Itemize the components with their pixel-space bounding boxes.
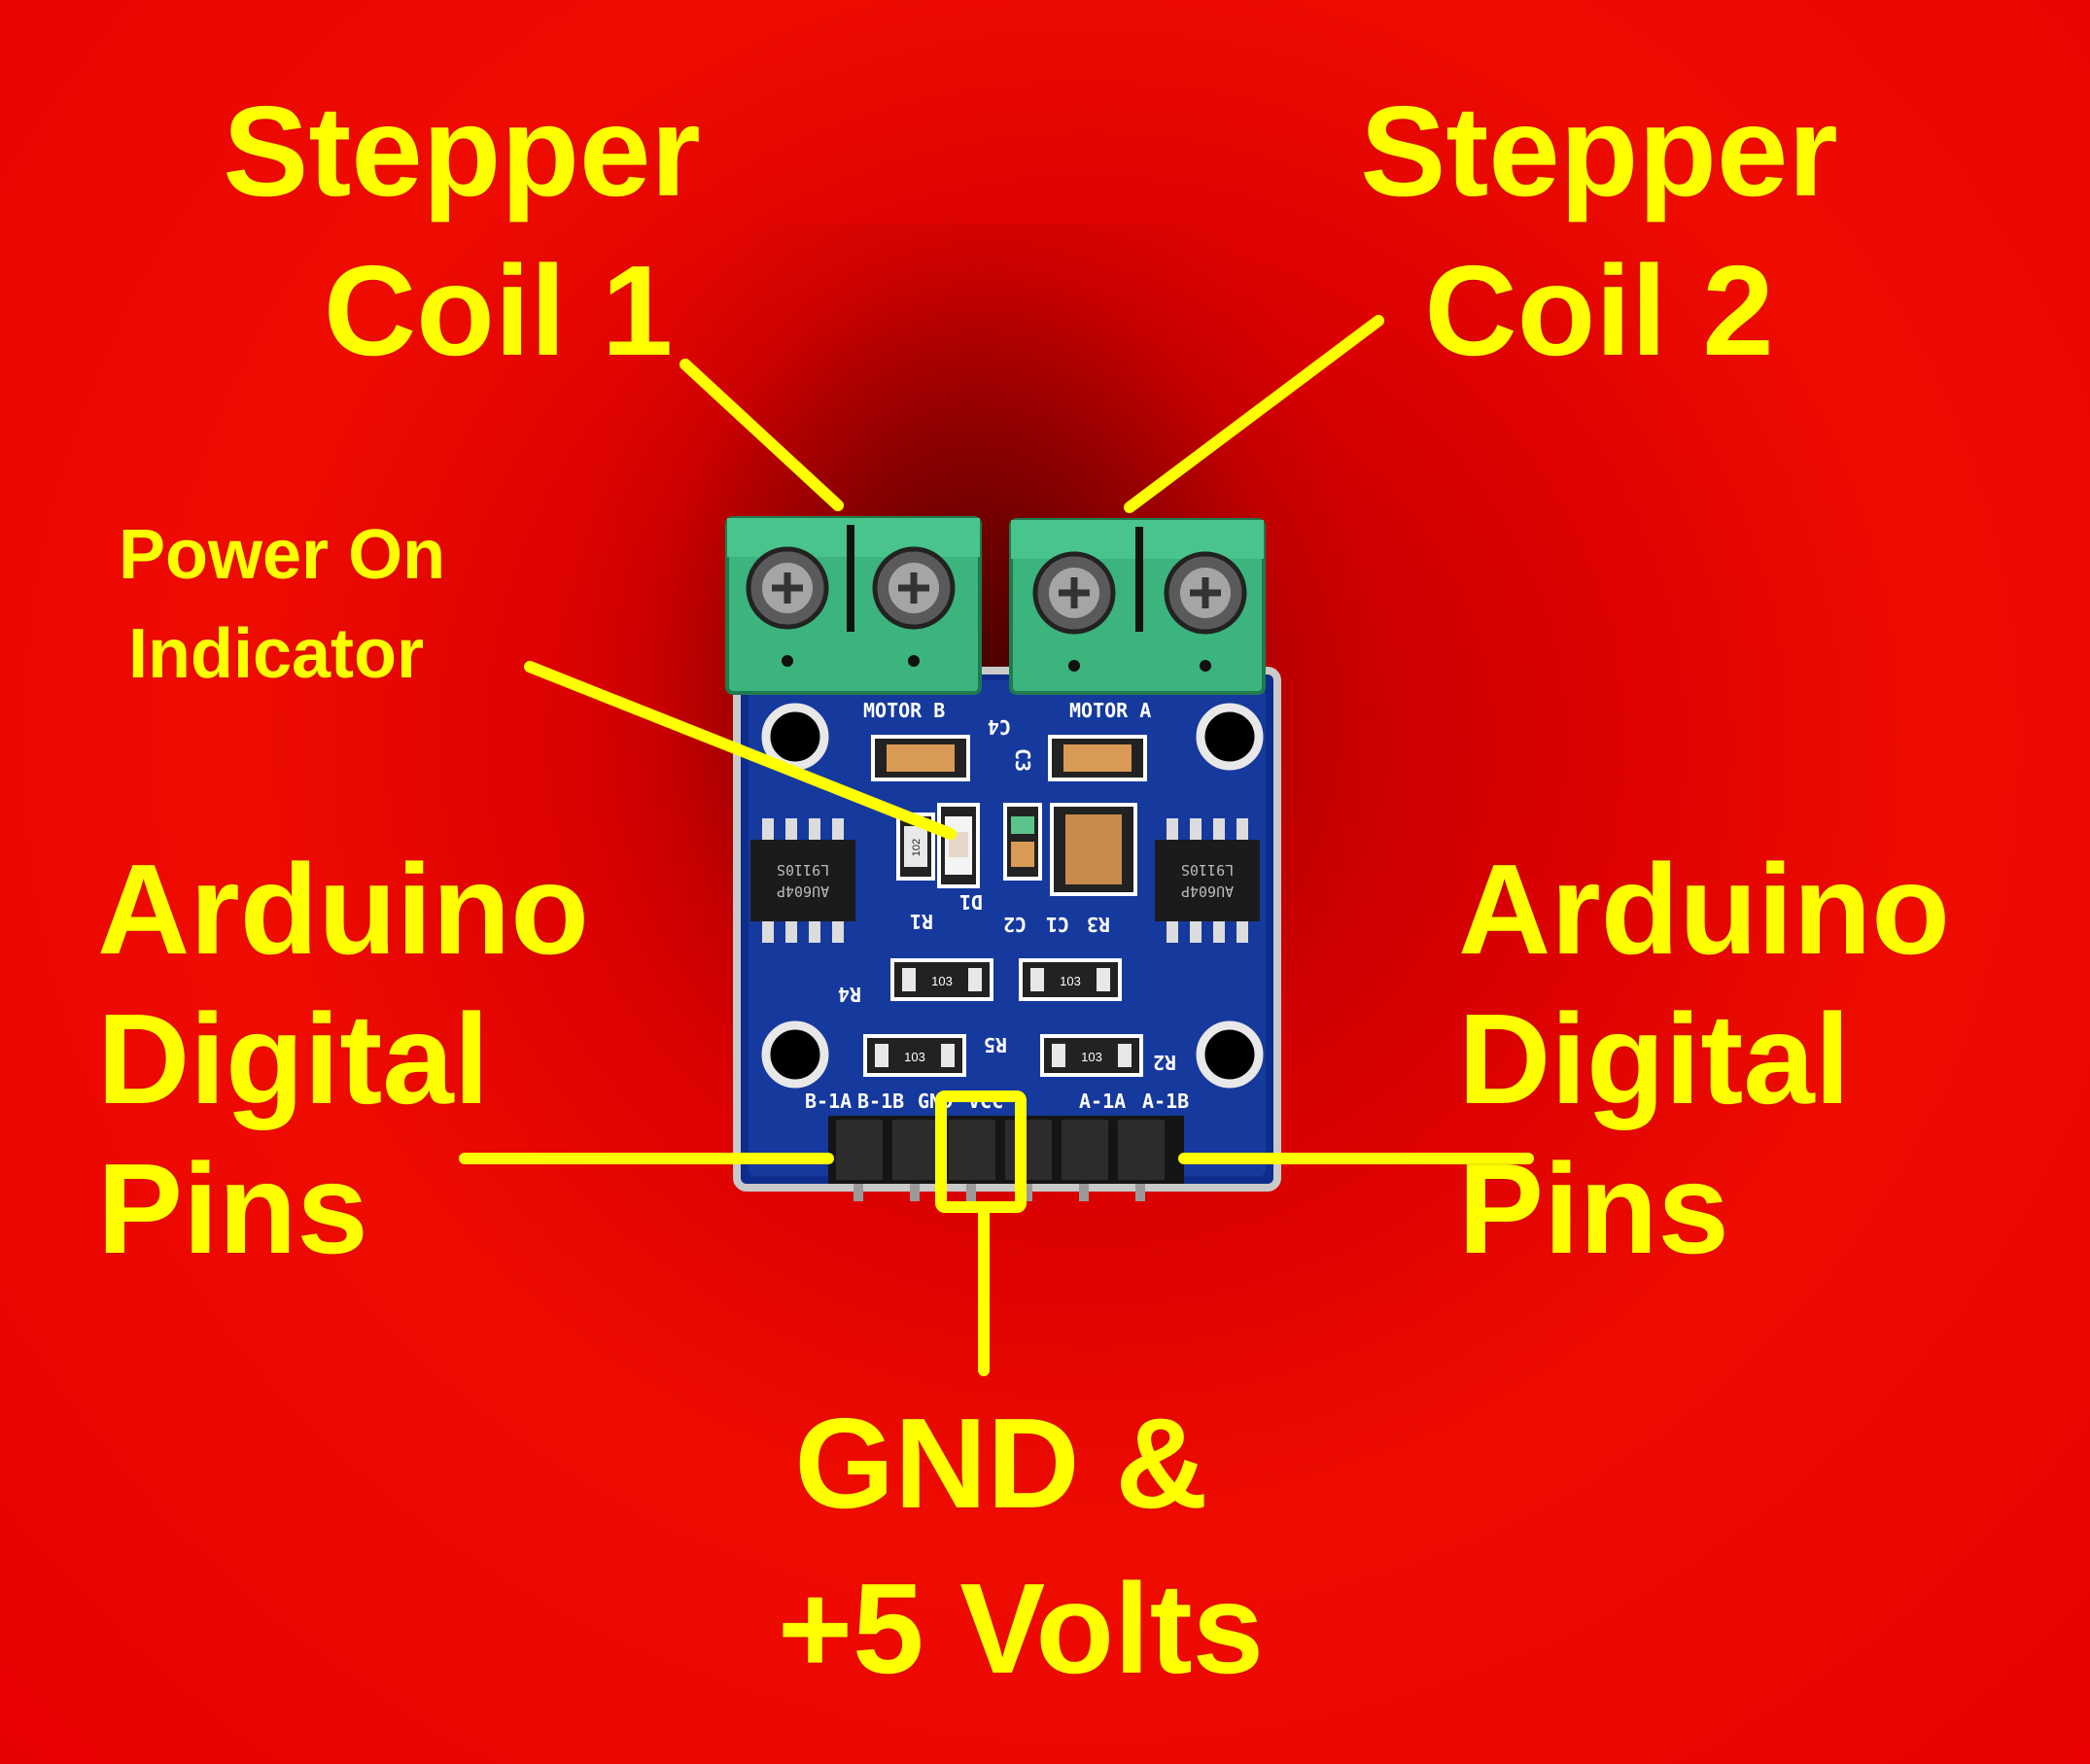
silk-motor-a: MOTOR A (1069, 699, 1151, 722)
label-coil2-line1: Stepper (1360, 80, 1838, 223)
callout-line-coil2 (1124, 315, 1384, 513)
label-power-line2: Indicator (128, 615, 425, 693)
ic-left-mark-1: AU604P (777, 882, 829, 900)
resistor-r2: 103 (1040, 1034, 1143, 1077)
callout-line-power (524, 661, 957, 840)
silk-r1: R1 (910, 910, 933, 933)
silk-r2: R2 (1153, 1051, 1176, 1074)
label-power-line1: Power On (119, 516, 446, 594)
label-stepper-coil-1: Stepper Coil 1 (180, 87, 744, 375)
label-arduino-digital-pins-left: Arduino Digital Pins (97, 846, 589, 1273)
pin-header (828, 1116, 1184, 1201)
driver-ic-left: AU604P L9110S (750, 818, 855, 943)
resistor-r3-lower: 103 (1019, 958, 1122, 1001)
silk-r5: R5 (984, 1033, 1007, 1056)
silk-pin-a1a: A-1A (1079, 1090, 1126, 1113)
label-digital-left-line1: Arduino (97, 838, 589, 981)
label-digital-right-line3: Pins (1458, 1137, 1729, 1280)
svg-text:103: 103 (1060, 974, 1081, 988)
silk-c3: C3 (1011, 748, 1034, 772)
silk-c1: C1 (1046, 913, 1069, 936)
capacitor-c4 (871, 735, 970, 781)
silk-pin-b1a: B-1A (805, 1090, 852, 1113)
label-digital-left-line2: Digital (97, 987, 490, 1130)
ic-right-mark-2: L9110S (1181, 861, 1234, 879)
label-coil1-line2: Coil 1 (323, 239, 674, 382)
silk-pin-a1b: A-1B (1142, 1090, 1189, 1113)
label-digital-left-line3: Pins (97, 1137, 368, 1280)
silk-r3: R3 (1087, 913, 1110, 936)
capacitor-c1 (1050, 803, 1137, 896)
silk-pin-b1b: B-1B (857, 1090, 904, 1113)
label-digital-right-line2: Digital (1458, 987, 1851, 1130)
silk-motor-b: MOTOR B (863, 699, 945, 722)
label-coil2-line2: Coil 2 (1424, 239, 1774, 382)
svg-text:102: 102 (911, 839, 923, 856)
silk-d1: D1 (959, 890, 983, 914)
label-gnd-5-volts: GND & +5 Volts (680, 1400, 1361, 1693)
callout-line-coil1 (679, 359, 844, 511)
power-led-d1 (937, 803, 980, 888)
resistor-r4: 103 (890, 958, 993, 1001)
ic-left-mark-2: L9110S (777, 861, 829, 879)
label-power-on-indicator: Power On Indicator (119, 520, 445, 689)
silk-c4: C4 (988, 715, 1011, 739)
label-stepper-coil-2: Stepper Coil 2 (1317, 87, 1881, 375)
driver-ic-right: AU604P L9110S (1155, 818, 1260, 943)
svg-text:103: 103 (931, 974, 953, 988)
silk-r4: R4 (838, 983, 861, 1006)
capacitor-c3 (1048, 735, 1147, 781)
terminal-block-motor-a (1009, 518, 1266, 695)
resistor-r5: 103 (863, 1034, 966, 1077)
label-digital-right-line1: Arduino (1458, 838, 1950, 981)
mounting-holes (761, 703, 1264, 1089)
capacitor-c2 (1003, 803, 1042, 881)
label-coil1-line1: Stepper (223, 80, 701, 223)
svg-text:103: 103 (1081, 1050, 1102, 1064)
svg-text:103: 103 (904, 1050, 925, 1064)
ic-right-mark-1: AU604P (1181, 882, 1234, 900)
label-power-pins-line2: +5 Volts (777, 1557, 1265, 1700)
label-arduino-digital-pins-right: Arduino Digital Pins (1458, 846, 1950, 1273)
terminal-block-motor-b (725, 516, 982, 695)
label-power-pins-line1: GND & (794, 1392, 1208, 1535)
silk-c2: C2 (1003, 913, 1027, 936)
